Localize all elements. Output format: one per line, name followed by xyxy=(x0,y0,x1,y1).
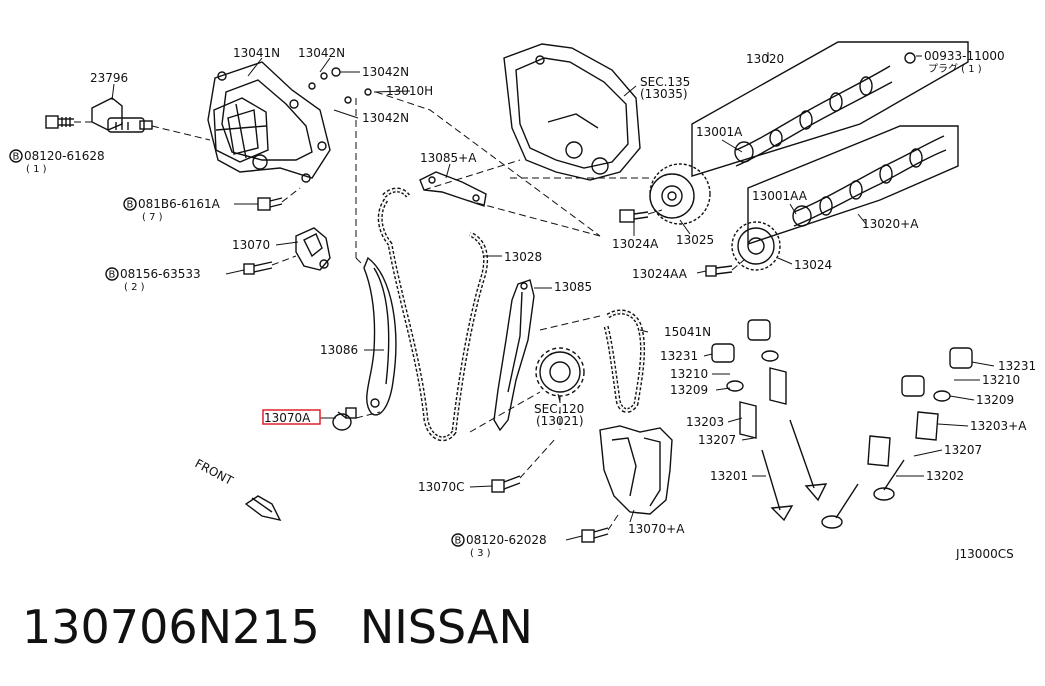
label-sec135: SEC.135 xyxy=(640,75,690,89)
label-13070: 13070 xyxy=(232,238,270,252)
label-13070-plus-A: 13070+A xyxy=(628,522,685,536)
label-08120-61628-qty: ( 1 ) xyxy=(26,164,47,175)
crank-sprocket xyxy=(535,347,585,397)
vtc-sprocket-13025 xyxy=(619,163,711,225)
chain-guide-13085 xyxy=(493,279,535,432)
label-13024AA: 13024AA xyxy=(632,267,688,281)
label-13041N: 13041N xyxy=(233,46,280,60)
label-13024: 13024 xyxy=(794,258,832,272)
label-13231-b: 13231 xyxy=(998,359,1036,373)
part-labels: 23796 13041N 13042N 13042N 13010H 13042N… xyxy=(24,46,1036,560)
cam-sprocket-13024 xyxy=(705,221,781,277)
pin-13070A xyxy=(332,407,357,431)
front-arrow-icon xyxy=(244,495,282,522)
label-13086: 13086 xyxy=(320,343,358,357)
secondary-chain-15041N xyxy=(603,309,646,413)
circled-b-3: B xyxy=(109,270,116,281)
label-13231-a: 13231 xyxy=(660,349,698,363)
label-08120-62028: 08120-62028 xyxy=(466,533,547,547)
front-label: FRONT xyxy=(193,456,236,488)
circled-b-markers: B B B B xyxy=(9,149,465,547)
chain-tensioner-13070 xyxy=(243,227,331,275)
label-13020A: 13020+A xyxy=(862,217,919,231)
label-13001A: 13001A xyxy=(696,125,743,139)
head-cover-SEC135 xyxy=(503,43,641,181)
brand-name: NISSAN xyxy=(359,600,533,654)
valve-train-intake xyxy=(711,319,828,522)
label-13202: 13202 xyxy=(926,469,964,483)
label-15041N: 15041N xyxy=(664,325,711,339)
label-13042N-a: 13042N xyxy=(298,46,345,60)
chain-guide-13085A xyxy=(419,171,487,207)
slack-guide-13086 xyxy=(363,256,397,416)
label-081B6-6161A: 081B6-6161A xyxy=(138,197,221,211)
parts-diagram: B B B B 23796 13041N 13042N 13042N 13010… xyxy=(9,41,1036,560)
label-13025: 13025 xyxy=(676,233,714,247)
label-13042N-c: 13042N xyxy=(362,111,409,125)
circled-b-2: B xyxy=(127,200,134,211)
label-13024A: 13024A xyxy=(612,237,659,251)
label-sec120: SEC.120 xyxy=(534,402,584,416)
label-23796: 23796 xyxy=(90,71,128,85)
label-08120-61628: 08120-61628 xyxy=(24,149,105,163)
label-sec135-sub: (13035) xyxy=(640,87,688,101)
label-13203A: 13203+A xyxy=(970,419,1027,433)
bolt-081B6-6161A xyxy=(257,197,283,211)
bolt-13070C xyxy=(491,475,521,493)
label-00933-11000: 00933-11000 xyxy=(924,49,1005,63)
guide-13070-plus-A xyxy=(581,425,673,543)
footer-part-number: 130706N215 NISSAN xyxy=(22,600,533,654)
o-rings-13042N xyxy=(308,67,372,104)
part-number: 130706N215 xyxy=(22,600,320,654)
label-sec120-sub: (13021) xyxy=(536,414,584,428)
camshaft-13020 xyxy=(691,41,969,177)
label-13028: 13028 xyxy=(504,250,542,264)
bolt-08120-61628 xyxy=(45,115,74,129)
label-13070C: 13070C xyxy=(418,480,465,494)
assembly-lines xyxy=(74,91,745,531)
label-08156-63533-qty: ( 2 ) xyxy=(124,282,145,293)
label-13201: 13201 xyxy=(710,469,748,483)
label-081B6-6161A-qty: ( 7 ) xyxy=(142,212,163,223)
circled-b-4: B xyxy=(455,536,462,547)
valve-train-exhaust xyxy=(821,347,973,529)
timing-chain-13028 xyxy=(377,187,488,442)
label-13085A: 13085+A xyxy=(420,151,477,165)
label-13209-a: 13209 xyxy=(670,383,708,397)
label-13209-b: 13209 xyxy=(976,393,1014,407)
label-13042N-b: 13042N xyxy=(362,65,409,79)
label-13001AA: 13001AA xyxy=(752,189,808,203)
label-08156-63533: 08156-63533 xyxy=(120,267,201,281)
label-13020: 13020 xyxy=(746,52,784,66)
label-13010H: 13010H xyxy=(386,84,433,98)
leader-lines xyxy=(111,52,995,541)
circled-b-1: B xyxy=(13,152,20,163)
label-13070A: 13070A xyxy=(264,411,311,425)
label-13210-a: 13210 xyxy=(670,367,708,381)
label-13210-b: 13210 xyxy=(982,373,1020,387)
diagram-code: J13000CS xyxy=(955,547,1014,560)
label-13085: 13085 xyxy=(554,280,592,294)
highlight-box-13070A xyxy=(262,409,321,425)
camshaft-13020A xyxy=(747,125,959,245)
label-08120-62028-qty: ( 3 ) xyxy=(470,548,491,559)
label-13207-b: 13207 xyxy=(944,443,982,457)
label-00933-sub: プラグ ( 1 ) xyxy=(928,62,982,75)
front-cover-13041N xyxy=(207,61,331,183)
cam-sensor-23796 xyxy=(91,97,153,133)
label-13207-a: 13207 xyxy=(698,433,736,447)
label-13203: 13203 xyxy=(686,415,724,429)
